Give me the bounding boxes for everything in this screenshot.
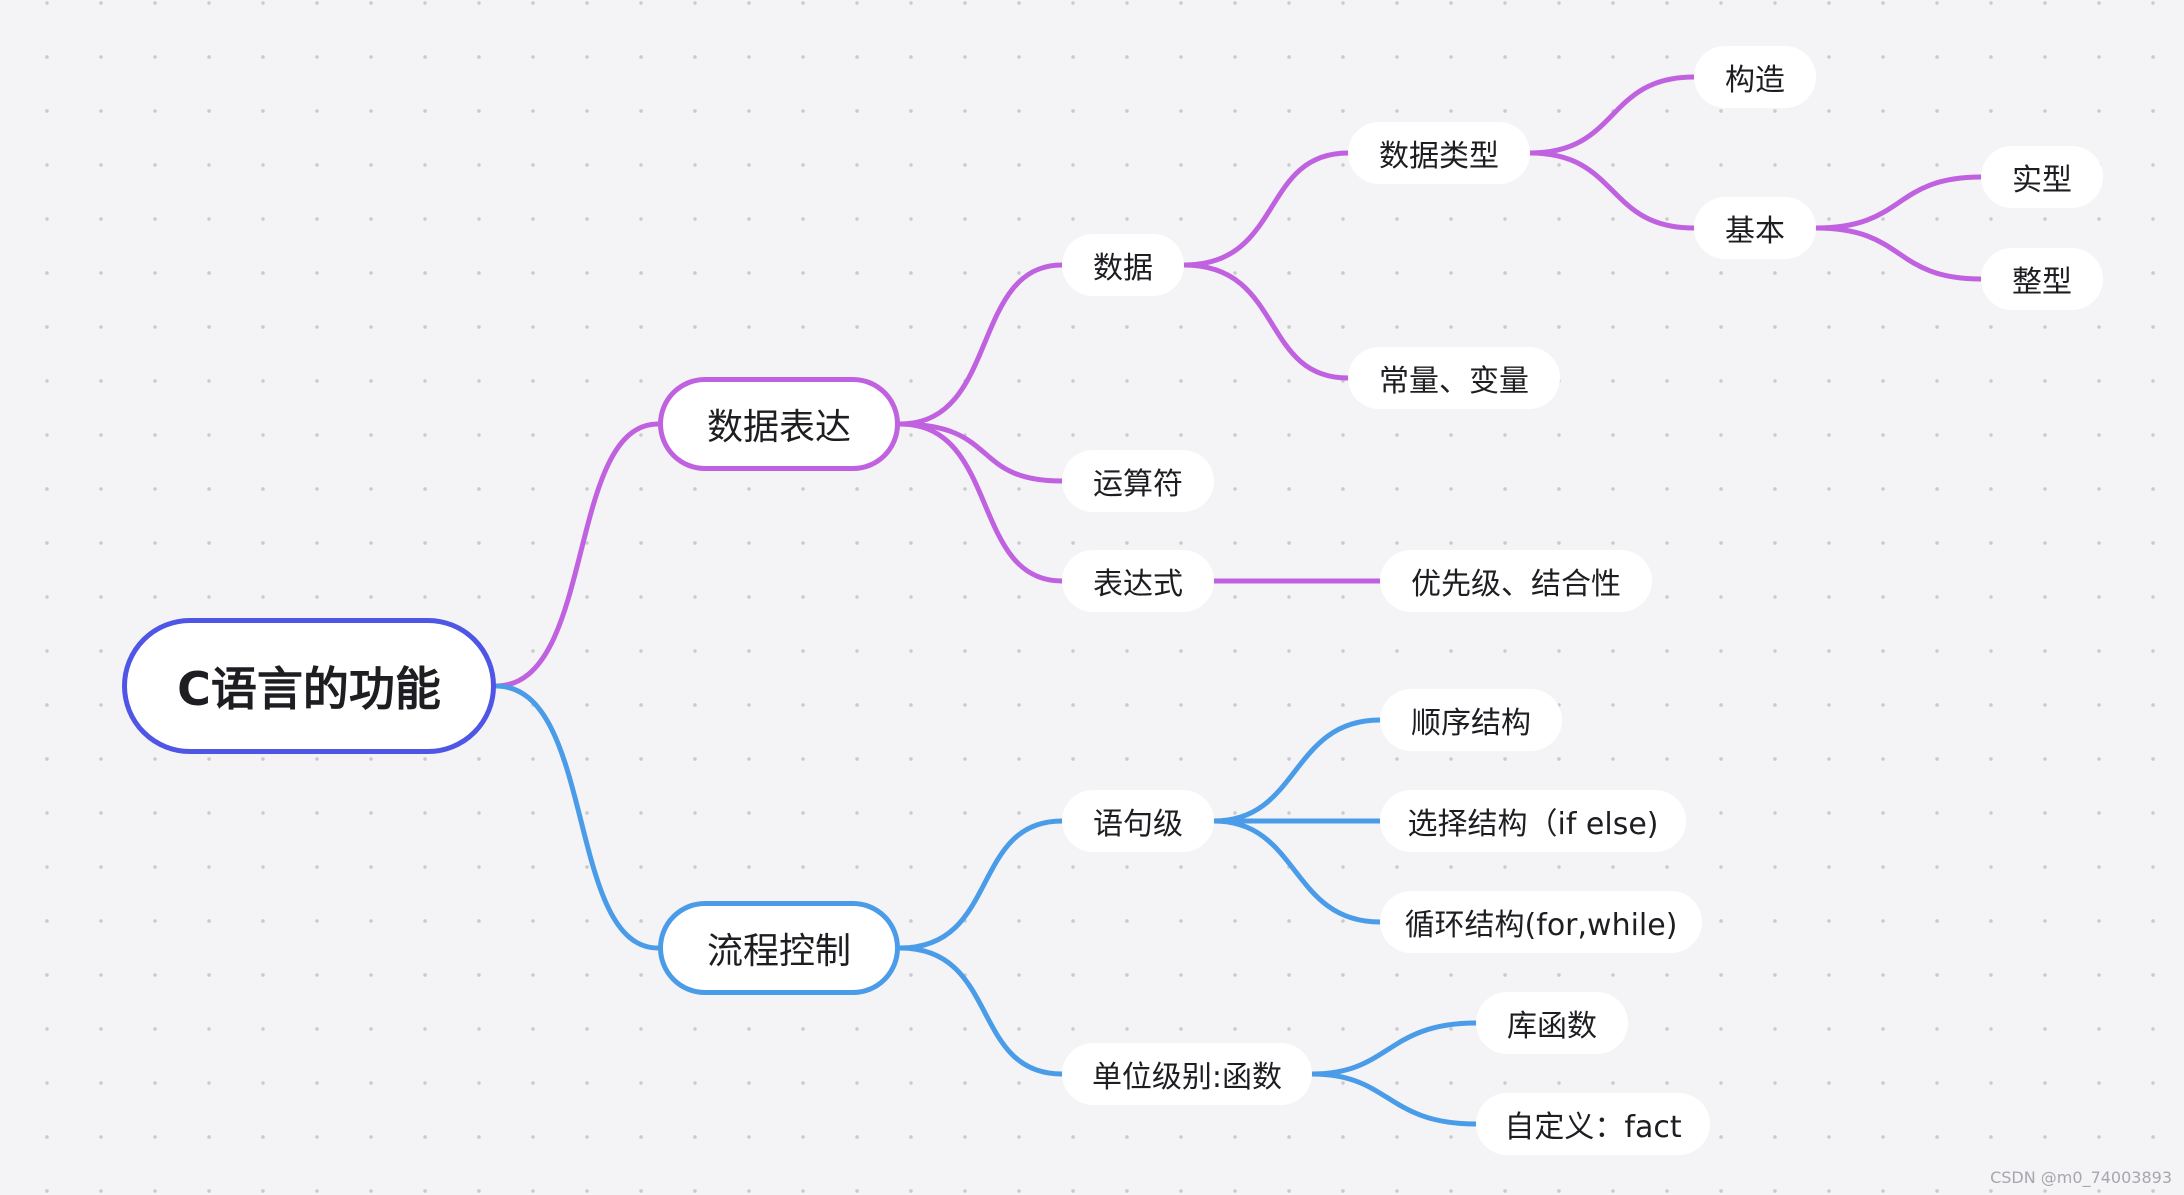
node-label: 流程控制 [706,931,851,972]
node-label: 表达式 [1093,567,1183,602]
node-label: 运算符 [1093,467,1183,502]
link-flow-function [897,945,1065,1077]
link-data-expression-expression [897,421,1065,584]
node-custom-function[interactable]: 自定义：fact [1476,1093,1710,1155]
node-statement-level[interactable]: 语句级 [1062,790,1214,852]
node-label: 自定义：fact [1504,1110,1682,1145]
node-struct-type[interactable]: 构造 [1694,46,1816,108]
node-constant-variable[interactable]: 常量、变量 [1348,347,1560,409]
node-label: 常量、变量 [1379,364,1529,399]
root-label: C语言的功能 [177,662,441,716]
node-flow-control[interactable]: 流程控制 [658,901,900,995]
link-basic-integer [1813,225,1984,282]
node-label: 整型 [2012,265,2072,300]
node-label: 顺序结构 [1411,706,1531,741]
node-function-level[interactable]: 单位级别:函数 [1062,1043,1312,1105]
link-data-expression-data [897,262,1065,427]
link-datatype-struct [1527,74,1697,156]
link-basic-real [1813,174,1984,231]
node-label: 选择结构（if else) [1407,807,1659,842]
node-real-type[interactable]: 实型 [1981,146,2103,208]
node-expression[interactable]: 表达式 [1062,550,1214,612]
node-loop-structure[interactable]: 循环结构(for,while) [1380,891,1702,953]
link-datatype-basic [1527,150,1697,231]
node-label: 数据表达 [706,407,851,448]
node-label: 数据类型 [1379,139,1499,174]
root-node[interactable]: C语言的功能 [122,618,496,754]
link-statement-sequence [1211,717,1383,824]
link-data-constant-variable [1181,262,1351,381]
node-label: 构造 [1725,63,1785,98]
node-precedence-associativity[interactable]: 优先级、结合性 [1380,550,1652,612]
mindmap-connectors [493,74,1984,1127]
link-root-flow-control [493,683,661,951]
node-operator[interactable]: 运算符 [1062,450,1214,512]
link-function-custom [1309,1071,1479,1127]
watermark: CSDN @m0_74003893 [1990,1168,2172,1187]
link-flow-statement [897,818,1065,951]
node-label: 循环结构(for,while) [1404,908,1678,943]
node-data-type[interactable]: 数据类型 [1348,122,1530,184]
link-statement-loop [1211,818,1383,925]
node-label: 语句级 [1093,807,1183,842]
node-sequence-structure[interactable]: 顺序结构 [1380,689,1562,751]
node-label: 基本 [1725,214,1785,249]
node-library-function[interactable]: 库函数 [1476,992,1628,1054]
node-basic-type[interactable]: 基本 [1694,197,1816,259]
node-selection-structure[interactable]: 选择结构（if else) [1380,790,1686,852]
node-label: 数据 [1093,251,1153,286]
node-integer-type[interactable]: 整型 [1981,248,2103,310]
link-root-data-expression [493,421,661,689]
link-function-library [1309,1020,1479,1077]
link-data-datatype [1181,150,1351,268]
node-label: 实型 [2012,163,2072,198]
node-data[interactable]: 数据 [1062,234,1184,296]
node-label: 单位级别:函数 [1091,1060,1283,1095]
link-data-expression-operator [897,421,1065,484]
node-label: 库函数 [1507,1009,1597,1044]
node-label: 优先级、结合性 [1411,567,1621,602]
node-data-expression[interactable]: 数据表达 [658,377,900,471]
